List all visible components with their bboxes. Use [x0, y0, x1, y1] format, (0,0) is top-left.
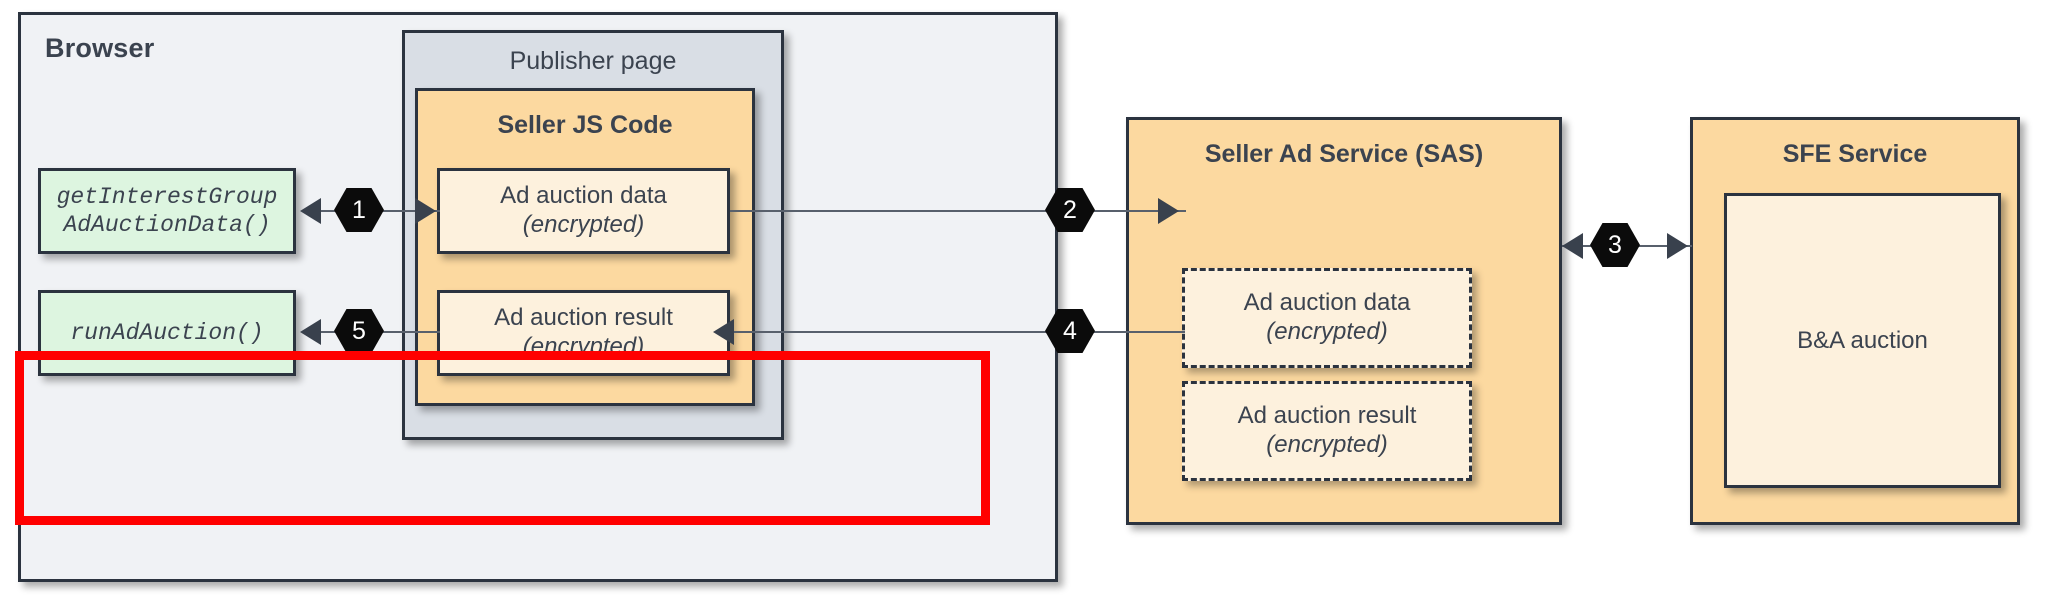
- arrowhead-step-5-left: [300, 319, 321, 345]
- step-marker-5: 5: [334, 309, 384, 353]
- get-interest-group-ad-auction-data-box: getInterestGroup AdAuctionData(): [38, 168, 296, 254]
- arrowhead-step-1-right: [415, 198, 436, 224]
- sas-ad-auction-result-subtitle: (encrypted): [1266, 431, 1388, 458]
- arrowhead-step-3-right: [1667, 233, 1688, 259]
- browser-label: Browser: [45, 33, 155, 63]
- sfe-service-label: SFE Service: [1782, 140, 1928, 168]
- sas-ad-auction-data-title: Ad auction data: [1243, 289, 1411, 317]
- sas-ad-auction-data-subtitle: (encrypted): [1266, 318, 1388, 345]
- ba-auction-box: B&A auction: [1724, 193, 2001, 488]
- connector-line-step-2: [730, 210, 1186, 212]
- seller-js-ad-auction-result-subtitle: (encrypted): [522, 333, 645, 360]
- step-marker-4: 4: [1045, 309, 1095, 353]
- seller-js-ad-auction-result-title: Ad auction result: [494, 304, 673, 332]
- seller-js-ad-auction-result-box: Ad auction result (encrypted): [437, 290, 730, 376]
- seller-js-ad-auction-data-subtitle: (encrypted): [522, 211, 645, 238]
- sas-ad-auction-result-title: Ad auction result: [1237, 402, 1417, 430]
- step-marker-1: 1: [334, 188, 384, 232]
- step-marker-2: 2: [1045, 188, 1095, 232]
- seller-js-ad-auction-data-title: Ad auction data: [500, 182, 667, 210]
- sas-ad-auction-result-box: Ad auction result (encrypted): [1182, 381, 1472, 481]
- seller-ad-service-label: Seller Ad Service (SAS): [1204, 140, 1484, 168]
- connector-line-step-4: [730, 331, 1185, 333]
- publisher-page-label: Publisher page: [509, 47, 677, 75]
- step-marker-3: 3: [1590, 223, 1640, 267]
- seller-js-code-label: Seller JS Code: [497, 111, 673, 139]
- seller-js-ad-auction-data-box: Ad auction data (encrypted): [437, 168, 730, 254]
- arrowhead-step-3-left: [1562, 233, 1583, 259]
- run-ad-auction-box: runAdAuction(): [38, 290, 296, 376]
- sas-ad-auction-data-box: Ad auction data (encrypted): [1182, 268, 1472, 368]
- arrowhead-step-1-left: [300, 198, 321, 224]
- arrowhead-step-2-right: [1158, 198, 1179, 224]
- arrowhead-step-4-left: [713, 319, 734, 345]
